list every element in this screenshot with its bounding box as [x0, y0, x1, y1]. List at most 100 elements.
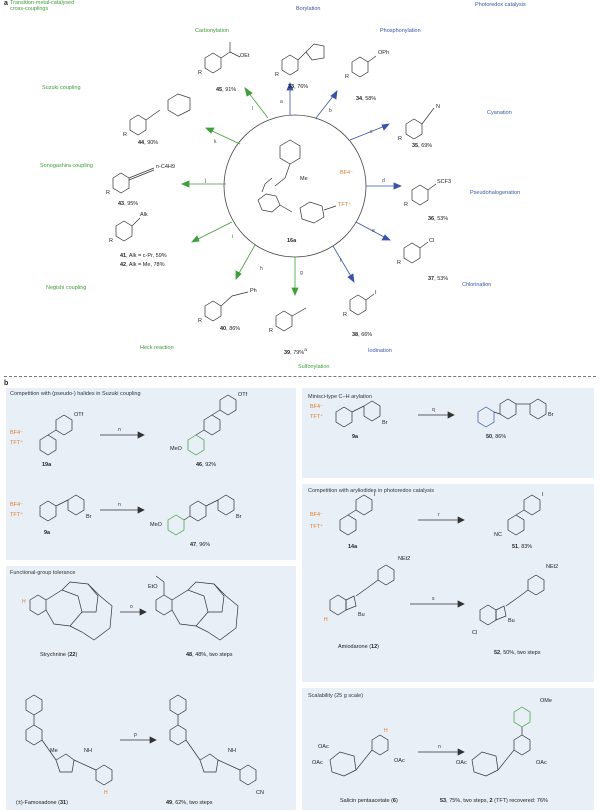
label-19a: 19a [42, 462, 52, 468]
rxn-name-phosphonylation: Phosphonylation [380, 28, 421, 34]
counterion-label: BF4⁻ [340, 170, 353, 176]
nh-31: NH [84, 748, 92, 754]
svg-text:H: H [324, 617, 328, 623]
sub-ph-40: Ph [250, 288, 257, 294]
bf4-14a: BF4⁻ [310, 512, 323, 518]
corner-left-title: Transition-metal-catalysed cross-couplin… [10, 0, 75, 13]
section-divider [4, 376, 596, 377]
product-44: 44, 90% [138, 140, 159, 146]
r-label-41: R [109, 238, 113, 244]
product-45: 45, 91% [216, 87, 237, 93]
product-33: 33, 76% [288, 84, 309, 90]
label-strychnine: Strychnine (22) [40, 652, 78, 658]
panel-a-scheme: abc def ghi jkl [112, 42, 437, 332]
svg-text:H: H [384, 728, 388, 734]
tft-14a: TFT⁺ [310, 524, 323, 530]
r-label-40: R [198, 318, 202, 324]
bu-12: Bu [358, 612, 365, 618]
svg-text:d: d [382, 178, 385, 184]
product-rings [112, 42, 437, 332]
product-39: 39, 79%a [284, 347, 307, 356]
r-label-43: R [106, 190, 110, 196]
product-36: 36, 53% [428, 216, 449, 222]
r-label-45: R [198, 70, 202, 76]
rxn-name-carbonylation: Carbonylation [195, 28, 229, 34]
oac-6c: OAc [394, 758, 405, 764]
sub-oph: OPh [378, 50, 390, 56]
product-42: 42, Alk = Me, 78% [120, 262, 165, 268]
r-label-34: R [345, 74, 349, 80]
br-47: Br [236, 514, 242, 520]
rxn-name-chlorination: Chlorination [462, 282, 492, 288]
product-52: 52, 50%, two steps [494, 650, 541, 656]
br-9a: Br [86, 514, 92, 520]
oac-53b: OAc [536, 760, 547, 766]
product-40: 40, 86% [220, 326, 241, 332]
meo-46: MeO [170, 446, 182, 452]
sub-cl: Cl [429, 238, 435, 244]
panel-b-label: b [4, 380, 9, 387]
product-48: 48, 48%, two steps [186, 652, 233, 658]
product-46: 46, 92% [196, 462, 217, 468]
svg-text:o: o [130, 604, 133, 610]
label-amiodarone: Amiodarone (12) [338, 644, 380, 650]
oac-53a: OAc [456, 760, 467, 766]
eto-48: EtO [148, 584, 158, 590]
photoredox-arrows [286, 81, 403, 283]
rxn-name-borylation: Borylation [296, 6, 321, 12]
product-38: 38, 66% [352, 332, 373, 338]
svg-text:g: g [300, 270, 303, 276]
sub-cn-35: N [436, 104, 440, 110]
sub-alk: Alk [140, 212, 148, 218]
svg-text:a: a [280, 99, 283, 105]
sub-i: I [375, 290, 377, 296]
svg-text:n: n [118, 502, 121, 508]
svg-text:h: h [260, 266, 263, 272]
svg-text:q: q [432, 407, 435, 413]
svg-text:l: l [252, 106, 253, 112]
label-14a: 14a [348, 544, 358, 550]
oac-6b: OAc [312, 760, 323, 766]
svg-text:r: r [438, 512, 440, 518]
meo-47: MeO [150, 522, 162, 528]
label-9a-minisci: 9a [352, 434, 359, 440]
panel-a-label: a [4, 0, 8, 7]
minisci-title: Minisci-type C–H arylation [308, 394, 372, 400]
product-34: 34, 58% [356, 96, 377, 102]
panel-competition-suzuki [6, 388, 296, 560]
svg-text:b: b [329, 108, 332, 114]
product-49: 49, 62%, two steps [166, 800, 213, 806]
otf-19a: OTf [74, 412, 84, 418]
panel-fg-tolerance [6, 566, 296, 810]
rxn-name-negishi: Negishi coupling [46, 285, 87, 291]
rxn-name-sulfonylation: Sulfonylation [298, 364, 330, 370]
sub-butyl: n-C4H9 [156, 164, 175, 170]
center-compound: 16a [287, 238, 297, 244]
label-salicin: Salicin pentaacetate (6) [340, 798, 398, 804]
label-famoxadone: (±)-Famoxadone (31) [16, 800, 68, 806]
rxn-name-suzuki: Suzuki coupling [42, 85, 81, 91]
tft-9a: TFT⁺ [10, 512, 23, 518]
svg-text:s: s [432, 596, 435, 602]
otf-46: OTf [238, 392, 248, 398]
bf4-minisci: BF4⁻ [310, 404, 323, 410]
oac-6a: OAc [318, 744, 329, 750]
tft-label: TFT⁺ [338, 202, 351, 208]
corner-right-title: Photoredox catalysis [475, 2, 526, 8]
center-molecule [257, 139, 337, 224]
panel-scalability [302, 688, 594, 810]
r-label-33: R [275, 72, 279, 78]
r-label-36: R [404, 202, 408, 208]
tft-minisci: TFT⁺ [310, 414, 323, 420]
bf4-9a: BF4⁻ [10, 502, 23, 508]
rxn-name-heck: Heck reaction [140, 345, 174, 351]
rxn-name-iodination: Iodination [368, 348, 392, 354]
cl-52: Cl [472, 630, 478, 636]
label-9a: 9a [44, 530, 51, 536]
svg-text:n: n [118, 427, 121, 433]
photoredox-competition-title: Competition with aryliodides in photored… [308, 488, 434, 494]
cross-coupling-arrows [180, 87, 299, 297]
i-51: I [542, 492, 544, 498]
scalability-title: Scalability (25 g scale) [308, 693, 364, 699]
